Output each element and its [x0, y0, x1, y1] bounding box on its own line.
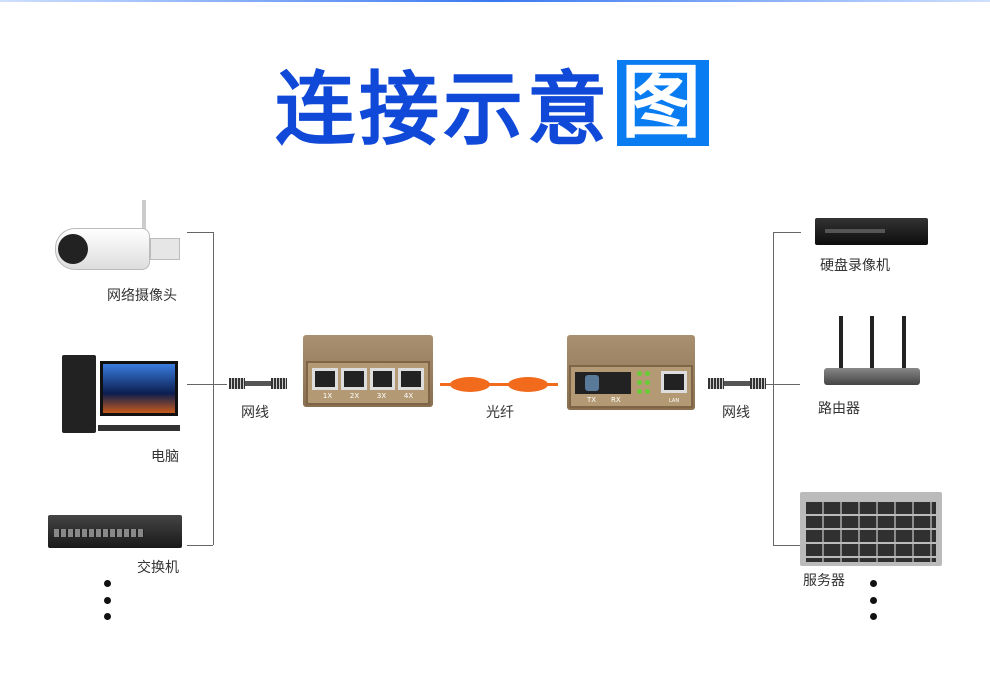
left-cable-label: 网线 — [241, 405, 269, 421]
rx-label: RX — [611, 396, 621, 404]
tx-label: TX — [587, 396, 597, 404]
router-label: 路由器 — [818, 401, 860, 417]
port-3-icon — [369, 368, 396, 390]
computer-label: 电脑 — [151, 449, 179, 465]
more-dot — [870, 597, 877, 604]
more-dot — [870, 580, 877, 587]
fiber-label: 光纤 — [486, 405, 514, 421]
switch-label: 交换机 — [137, 560, 179, 576]
left-bracket-line — [213, 232, 214, 545]
port-2-icon — [340, 368, 367, 390]
port-4-icon — [398, 368, 424, 390]
port-label: 2X — [349, 392, 360, 400]
router-icon — [822, 316, 922, 386]
ip-camera-icon — [50, 200, 185, 280]
right-cable-label: 网线 — [722, 405, 750, 421]
right-bracket-line — [773, 232, 774, 545]
left-bracket-tick — [187, 232, 213, 233]
fiber-switch-device: 1X 2X 3X 4X — [303, 335, 433, 407]
port-1-icon — [312, 368, 338, 390]
lan-port-icon — [661, 371, 687, 393]
camera-label: 网络摄像头 — [107, 288, 177, 304]
right-bracket-tick — [773, 545, 801, 546]
port-label: 4X — [403, 392, 414, 400]
media-converter-device: TX RX LAN — [567, 335, 695, 410]
page-title: 连接示意图 — [275, 55, 709, 156]
more-dot — [104, 613, 111, 620]
top-accent-line — [0, 0, 990, 2]
title-main: 连接示意 — [275, 62, 611, 156]
right-bracket-tick — [762, 384, 800, 385]
left-bracket-tick — [187, 545, 213, 546]
network-switch-icon — [48, 515, 182, 548]
dvr-label: 硬盘录像机 — [820, 258, 890, 274]
more-dot — [870, 613, 877, 620]
server-label: 服务器 — [803, 573, 845, 589]
fiber-cable-icon — [440, 374, 558, 396]
ethernet-cable-icon — [229, 378, 287, 390]
more-dot — [104, 597, 111, 604]
more-dot — [104, 580, 111, 587]
lan-label: LAN — [669, 398, 680, 404]
left-bracket-tick — [187, 384, 227, 385]
port-label: 3X — [376, 392, 387, 400]
server-icon — [800, 492, 942, 566]
computer-icon — [62, 355, 190, 437]
title-boxed-char: 图 — [617, 59, 709, 146]
port-label: 1X — [322, 392, 333, 400]
fiber-port-icon — [575, 372, 631, 394]
ethernet-cable-icon — [708, 378, 766, 390]
right-bracket-tick — [773, 232, 801, 233]
dvr-icon — [815, 218, 928, 245]
